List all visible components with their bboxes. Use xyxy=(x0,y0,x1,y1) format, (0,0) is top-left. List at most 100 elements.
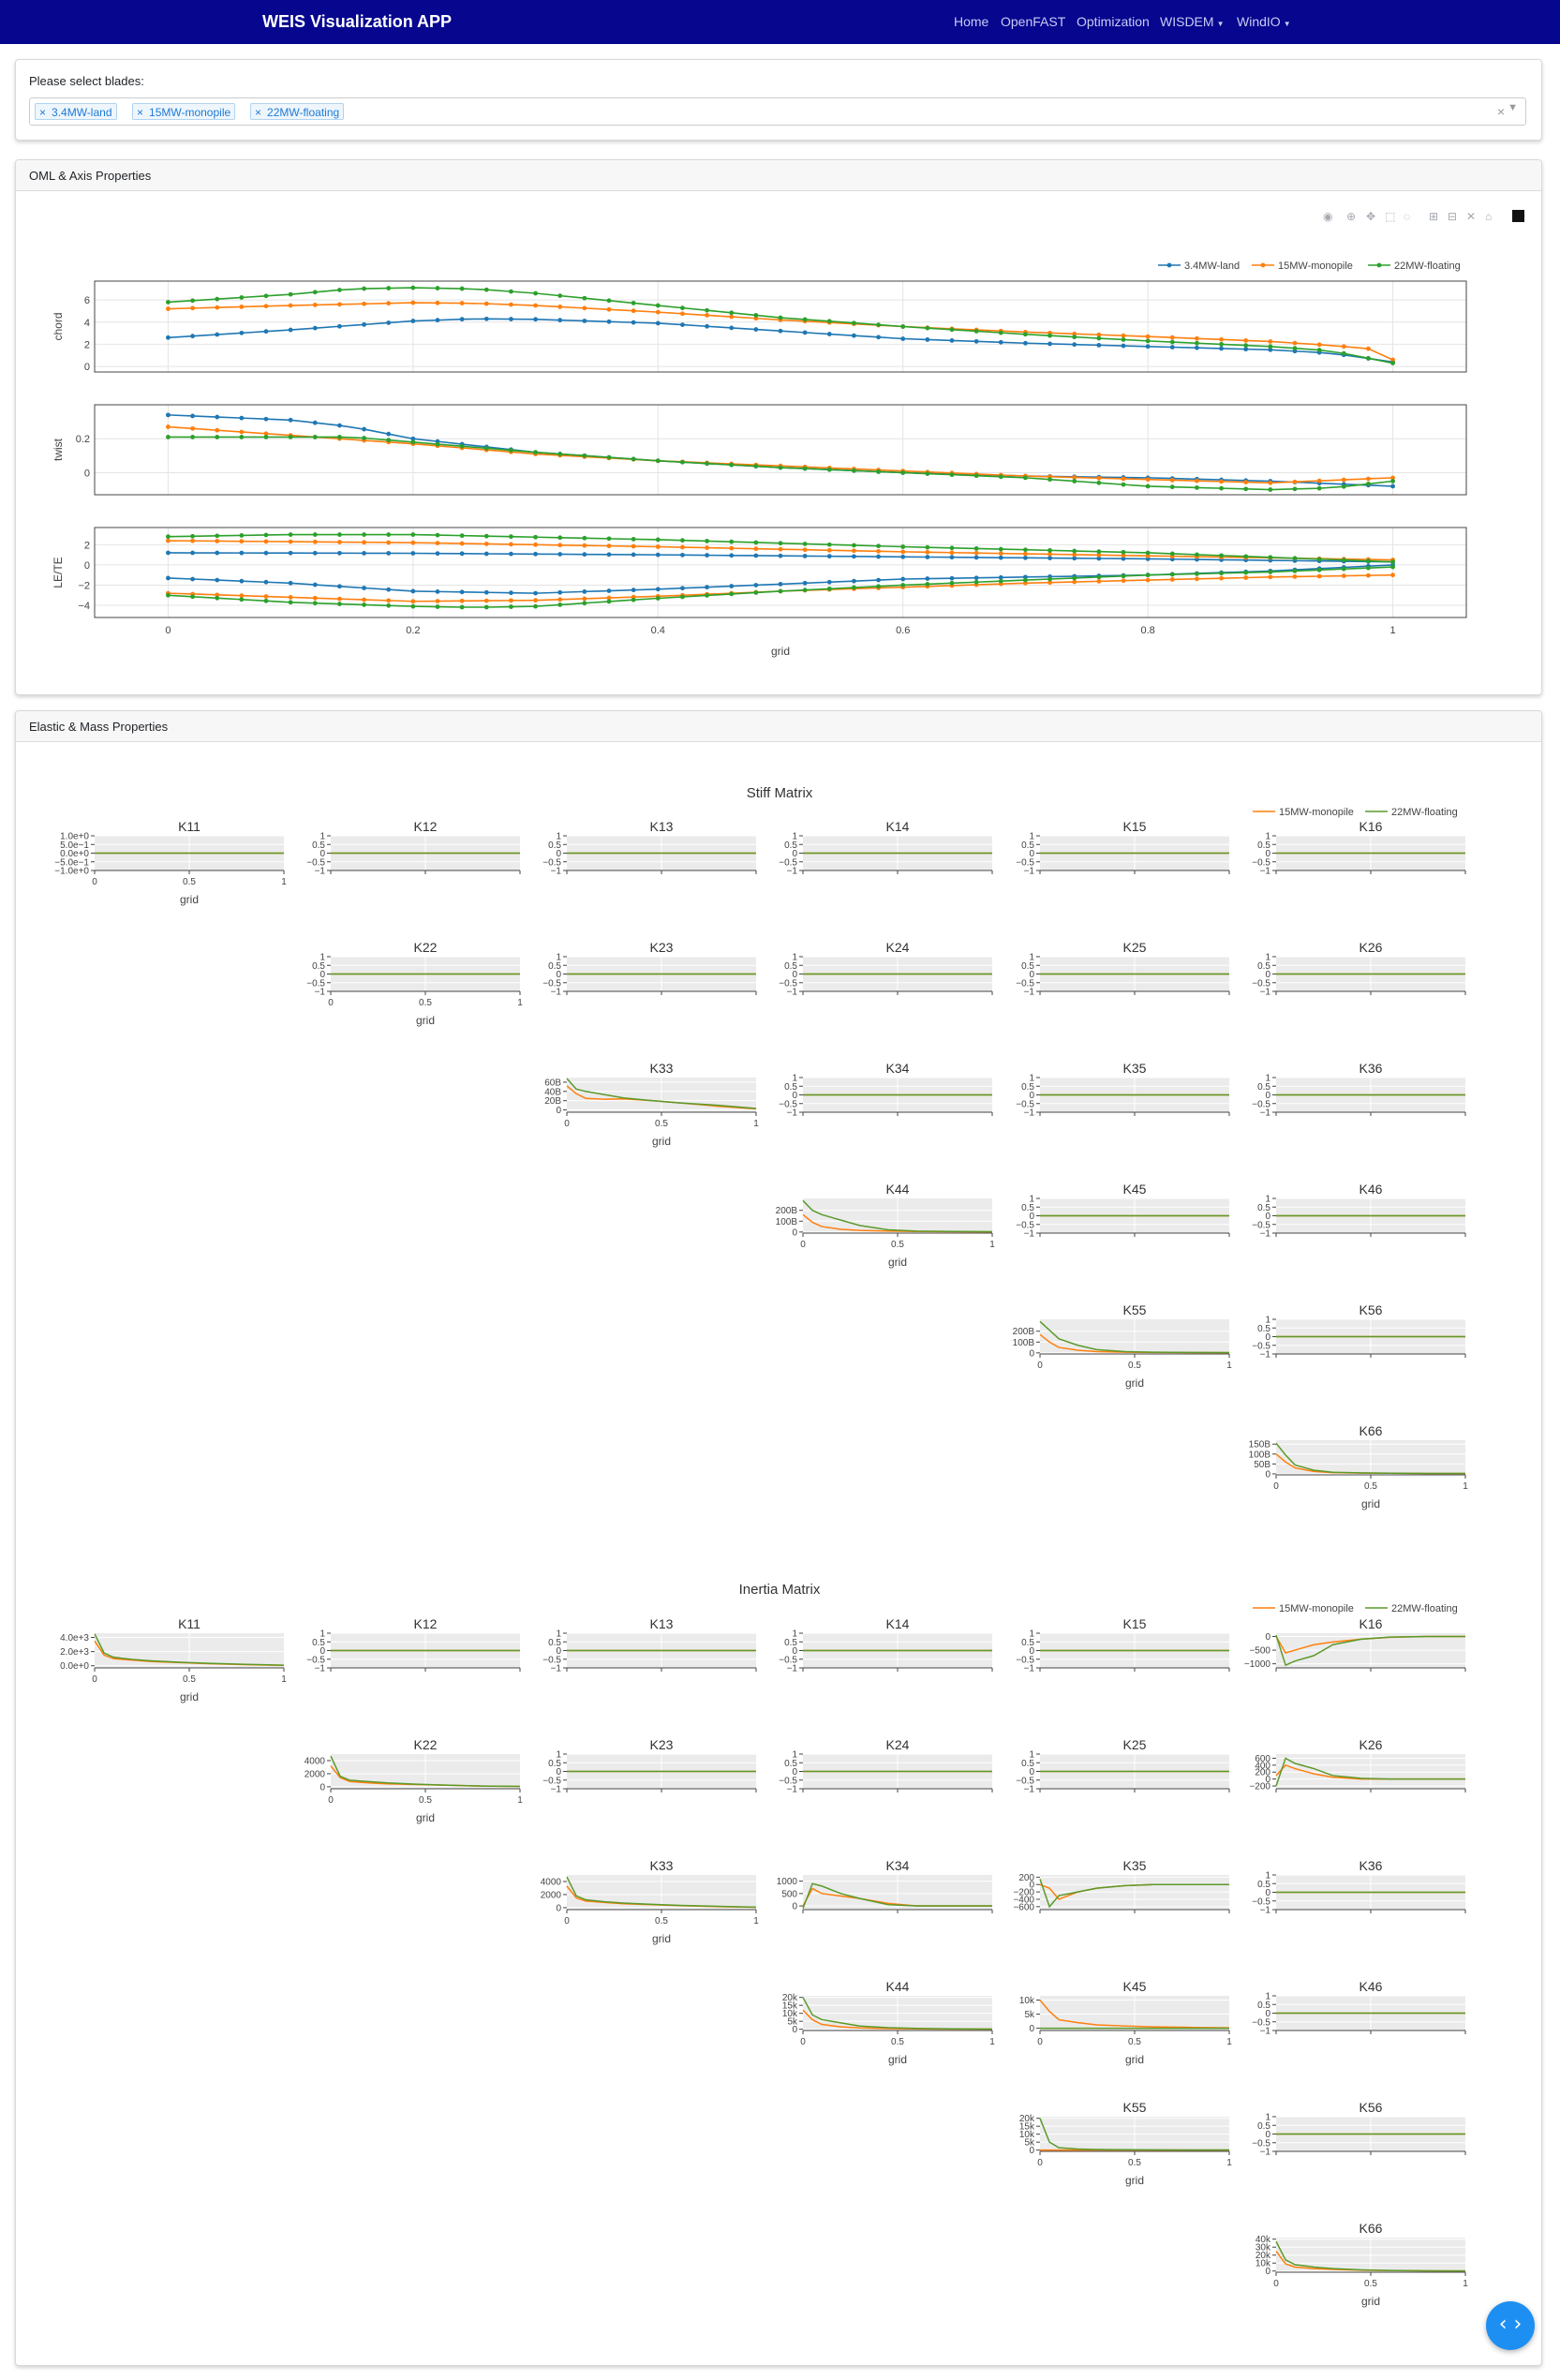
series-22mw-line xyxy=(1275,2240,1466,2272)
elastic-card-header: Elastic & Mass Properties xyxy=(16,711,1541,742)
data-point xyxy=(410,319,416,323)
data-point xyxy=(1096,552,1102,558)
data-point xyxy=(973,473,979,479)
code-toggle-button[interactable]: ‹ › xyxy=(1486,2301,1535,2350)
data-point xyxy=(312,595,318,601)
nav-home[interactable]: Home xyxy=(954,14,989,29)
autoscale-icon[interactable]: ✕ xyxy=(1466,210,1477,223)
data-point xyxy=(337,550,342,556)
box-select-icon[interactable]: ⬚ xyxy=(1385,210,1396,223)
data-point xyxy=(1292,568,1298,573)
subplot-title: K36 xyxy=(1359,1858,1383,1873)
chevron-down-icon[interactable]: ▼ xyxy=(1508,102,1518,113)
data-point xyxy=(362,540,366,545)
remove-chip-icon[interactable]: × xyxy=(255,106,262,119)
data-point xyxy=(802,542,808,546)
data-point xyxy=(729,553,735,558)
y-tick-label: −0.5 xyxy=(1252,1341,1270,1351)
data-point xyxy=(166,538,171,543)
y-tick-label: 1 xyxy=(1265,2113,1270,2123)
y-tick-label: −0.5 xyxy=(779,978,797,989)
app-title[interactable]: WEIS Visualization APP xyxy=(262,12,453,31)
data-point xyxy=(166,575,171,581)
y-tick-label: 20k xyxy=(1019,2114,1035,2124)
subplot-title: K22 xyxy=(414,1737,438,1752)
data-point xyxy=(509,317,513,321)
data-point xyxy=(582,596,587,602)
y-tick-label: −1 xyxy=(551,1785,562,1795)
data-point xyxy=(852,548,856,554)
y-tick-label: 1 xyxy=(556,832,561,842)
remove-chip-icon[interactable]: × xyxy=(137,106,144,119)
data-point xyxy=(239,295,245,300)
lasso-select-icon[interactable]: ◌ xyxy=(1404,210,1411,223)
y-tick-label: 0 xyxy=(1265,1775,1270,1785)
data-point xyxy=(1316,557,1322,562)
remove-chip-icon[interactable]: × xyxy=(39,106,47,119)
data-point xyxy=(925,337,930,342)
chip-22mw-floating[interactable]: ×22MW-floating xyxy=(250,103,345,120)
chip-3-4mw-land[interactable]: ×3.4MW-land xyxy=(35,103,117,120)
data-point xyxy=(1072,552,1077,558)
y-tick-label: 0 xyxy=(792,970,797,980)
x-tick-label: 0.5 xyxy=(1364,2279,1377,2289)
zoom-icon[interactable]: ⊕ xyxy=(1346,210,1357,223)
data-point xyxy=(410,551,416,556)
y-tick-label: −1 xyxy=(1024,1108,1035,1119)
y-tick-label: 10k xyxy=(1019,1996,1035,2006)
chip-15mw-monopile[interactable]: ×15MW-monopile xyxy=(132,103,236,120)
data-point xyxy=(386,587,392,592)
y-axis-label: twist xyxy=(52,438,65,461)
y-tick-label: −1.0e+0 xyxy=(54,867,89,877)
y-tick-label: 1 xyxy=(1265,1316,1270,1326)
data-point xyxy=(1195,552,1199,558)
zoom-out-icon[interactable]: ⊟ xyxy=(1448,210,1458,223)
data-point xyxy=(1292,346,1298,351)
data-point xyxy=(1341,483,1346,489)
data-point xyxy=(705,539,709,543)
data-point xyxy=(1243,338,1249,343)
data-point xyxy=(802,588,808,593)
y-tick-label: −1 xyxy=(787,1785,798,1795)
data-point xyxy=(1390,483,1395,489)
y-tick-label: 0 xyxy=(1029,1767,1034,1778)
data-point xyxy=(215,550,220,556)
data-point xyxy=(680,594,685,600)
subplot-title: K22 xyxy=(414,940,438,955)
nav-openfast[interactable]: OpenFAST xyxy=(1001,14,1066,29)
nav-windio-dropdown[interactable]: WindIO▼ xyxy=(1237,14,1291,29)
data-point xyxy=(778,465,783,470)
data-point xyxy=(900,336,906,341)
data-point xyxy=(1390,559,1395,565)
y-tick-label: 0 xyxy=(84,362,90,373)
data-point xyxy=(190,413,195,419)
subplot-title: K45 xyxy=(1123,1979,1147,1994)
camera-icon[interactable]: ◉ xyxy=(1323,210,1333,223)
plotly-logo-icon[interactable] xyxy=(1512,210,1524,222)
zoom-in-icon[interactable]: ⊞ xyxy=(1429,210,1439,223)
data-point xyxy=(190,425,195,431)
clear-all-icon[interactable]: × xyxy=(1496,104,1505,119)
data-point xyxy=(631,552,636,558)
code-brackets-icon: ‹ › xyxy=(1498,2313,1523,2336)
data-point xyxy=(852,578,856,584)
data-point xyxy=(190,298,195,304)
nav-wisdem-label: WISDEM xyxy=(1160,14,1214,29)
data-point xyxy=(1047,576,1052,582)
data-point xyxy=(1072,548,1077,554)
blade-multiselect[interactable]: ×3.4MW-land ×15MW-monopile ×22MW-floatin… xyxy=(29,97,1526,126)
y-tick-label: −1 xyxy=(1260,1350,1271,1361)
data-point xyxy=(582,319,587,323)
data-point xyxy=(680,305,685,311)
nav-optimization[interactable]: Optimization xyxy=(1077,14,1150,29)
data-point xyxy=(655,537,661,543)
pan-icon[interactable]: ✥ xyxy=(1366,210,1376,223)
y-tick-label: −0.5 xyxy=(1252,2138,1270,2149)
nav-wisdem-dropdown[interactable]: WISDEM▼ xyxy=(1160,14,1224,29)
data-point xyxy=(1072,575,1077,581)
reset-axes-icon[interactable]: ⌂ xyxy=(1485,210,1493,223)
y-tick-label: 20k xyxy=(1255,2251,1271,2261)
x-tick-label: 0 xyxy=(165,625,171,636)
x-tick-label: 1 xyxy=(989,1240,995,1250)
data-point xyxy=(876,322,881,328)
